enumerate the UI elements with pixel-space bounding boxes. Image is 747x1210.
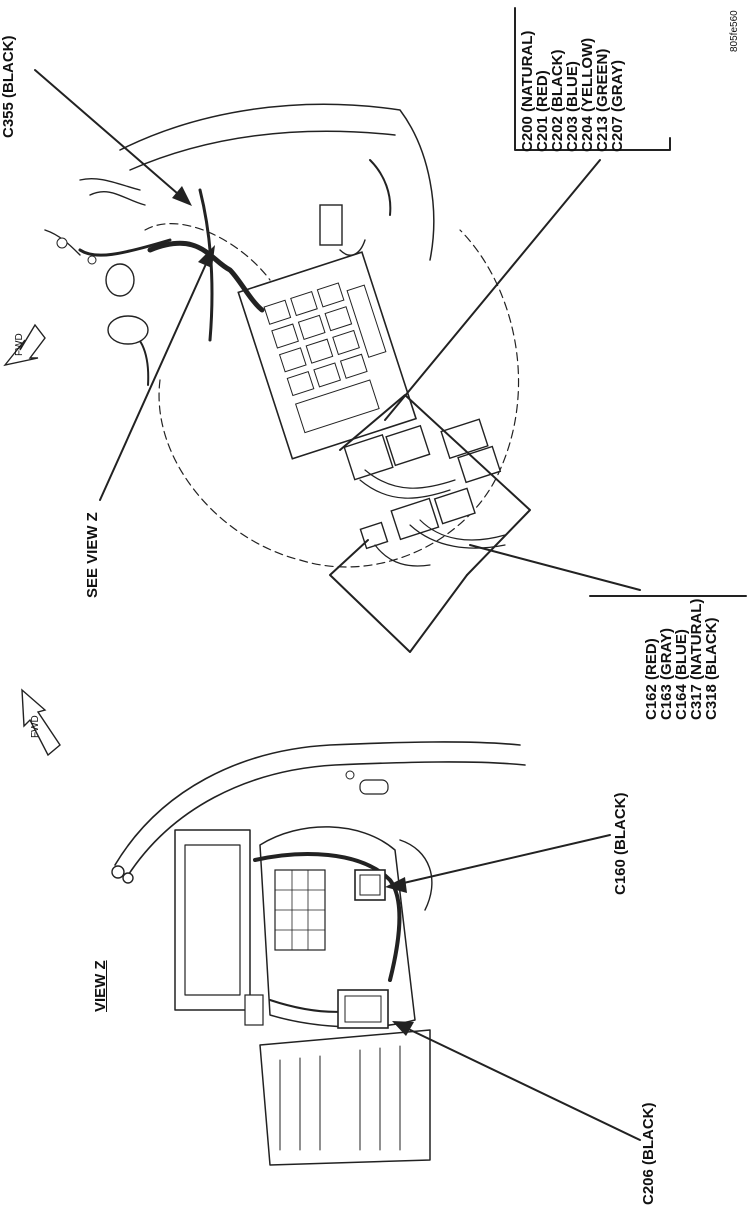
connector-list-item: C204 (YELLOW) bbox=[579, 37, 596, 152]
top-leader-lines bbox=[34, 7, 747, 597]
view-z-illustration bbox=[111, 741, 526, 1166]
figure-id: 805fe560 bbox=[729, 10, 740, 52]
connector-list-item: C203 (BLUE) bbox=[564, 61, 581, 152]
label-fwd-top: FWD bbox=[14, 333, 25, 356]
view-z-fwd-arrow bbox=[21, 688, 61, 757]
connector-list-item: C202 (BLACK) bbox=[549, 49, 566, 152]
connector-list-item: C207 (GRAY) bbox=[609, 60, 626, 152]
label-c160: C160 (BLACK) bbox=[612, 792, 629, 895]
view-z-title: VIEW Z bbox=[92, 960, 109, 1012]
label-see-view-z: SEE VIEW Z bbox=[84, 512, 101, 598]
top-fwd-arrow bbox=[3, 323, 46, 367]
view-z-leader-lines bbox=[385, 834, 641, 1141]
connector-list-lower: C162 (RED) C163 (GRAY) C164 (BLUE) C317 … bbox=[643, 598, 720, 720]
connector-list-item: C162 (RED) bbox=[643, 638, 660, 720]
junction-block-illustration bbox=[44, 103, 531, 653]
connector-list-item: C200 (NATURAL) bbox=[519, 30, 536, 152]
label-c206: C206 (BLACK) bbox=[640, 1102, 657, 1205]
label-fwd-bottom: FWD bbox=[30, 715, 41, 738]
connector-list-item: C317 (NATURAL) bbox=[688, 598, 705, 720]
connector-list-item: C213 (GREEN) bbox=[594, 48, 611, 152]
connector-list-item: C201 (RED) bbox=[534, 70, 551, 152]
connector-list-item: C164 (BLUE) bbox=[673, 629, 690, 720]
label-c355: C355 (BLACK) bbox=[0, 35, 17, 138]
connector-list-item: C163 (GRAY) bbox=[658, 628, 675, 720]
connector-list-item: C318 (BLACK) bbox=[703, 617, 720, 720]
connector-list-upper: C200 (NATURAL) C201 (RED) C202 (BLACK) C… bbox=[519, 30, 626, 152]
